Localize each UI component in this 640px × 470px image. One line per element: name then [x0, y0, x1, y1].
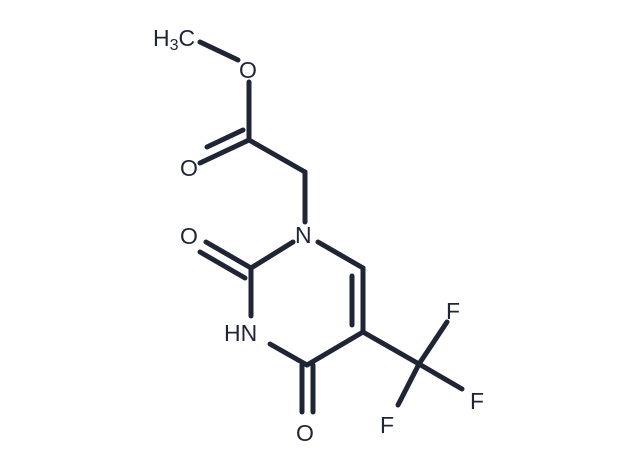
- ester-oxygen-label: O: [239, 57, 257, 83]
- bond-carbonyl-double-b: [204, 127, 246, 150]
- bond-carbonyl-double-a: [197, 137, 252, 166]
- bond-c4-n3: [267, 341, 310, 368]
- ring-nitrogen-1-label: N: [295, 222, 312, 248]
- bond-c2-oxygen-a: [203, 239, 254, 271]
- fluorine-top-label: F: [446, 298, 460, 324]
- methyl-c: C: [179, 25, 196, 51]
- c4-oxygen-label: O: [296, 420, 314, 446]
- c2-oxygen-label: O: [180, 223, 198, 249]
- carbonyl-oxygen-label: O: [180, 155, 198, 181]
- bond-n1-c6: [315, 239, 366, 271]
- atom-labels: H3C O O N O HN O F F F: [153, 25, 484, 446]
- bond-methyl-oxygen: [197, 39, 241, 63]
- bond-c2-oxygen-b: [197, 249, 248, 281]
- fluorine-right-label: F: [470, 388, 484, 414]
- methyl-subscript: 3: [170, 37, 179, 54]
- fluorine-bottom-label: F: [380, 412, 394, 438]
- methyl-h: H: [153, 25, 170, 51]
- bond-c5-c4: [304, 329, 366, 368]
- bond-cf3-f-top: [416, 319, 450, 367]
- methyl-label: H3C: [153, 25, 195, 54]
- bond-c5-cf3: [360, 329, 422, 367]
- bond-c2-n1: [248, 239, 296, 271]
- bond-cf3-f-right: [416, 361, 465, 392]
- bond-carbonyl-ch2: [246, 137, 308, 175]
- bonds: [197, 39, 465, 415]
- bond-cf3-f-bottom: [395, 361, 422, 408]
- ring-nh-label: HN: [224, 320, 257, 346]
